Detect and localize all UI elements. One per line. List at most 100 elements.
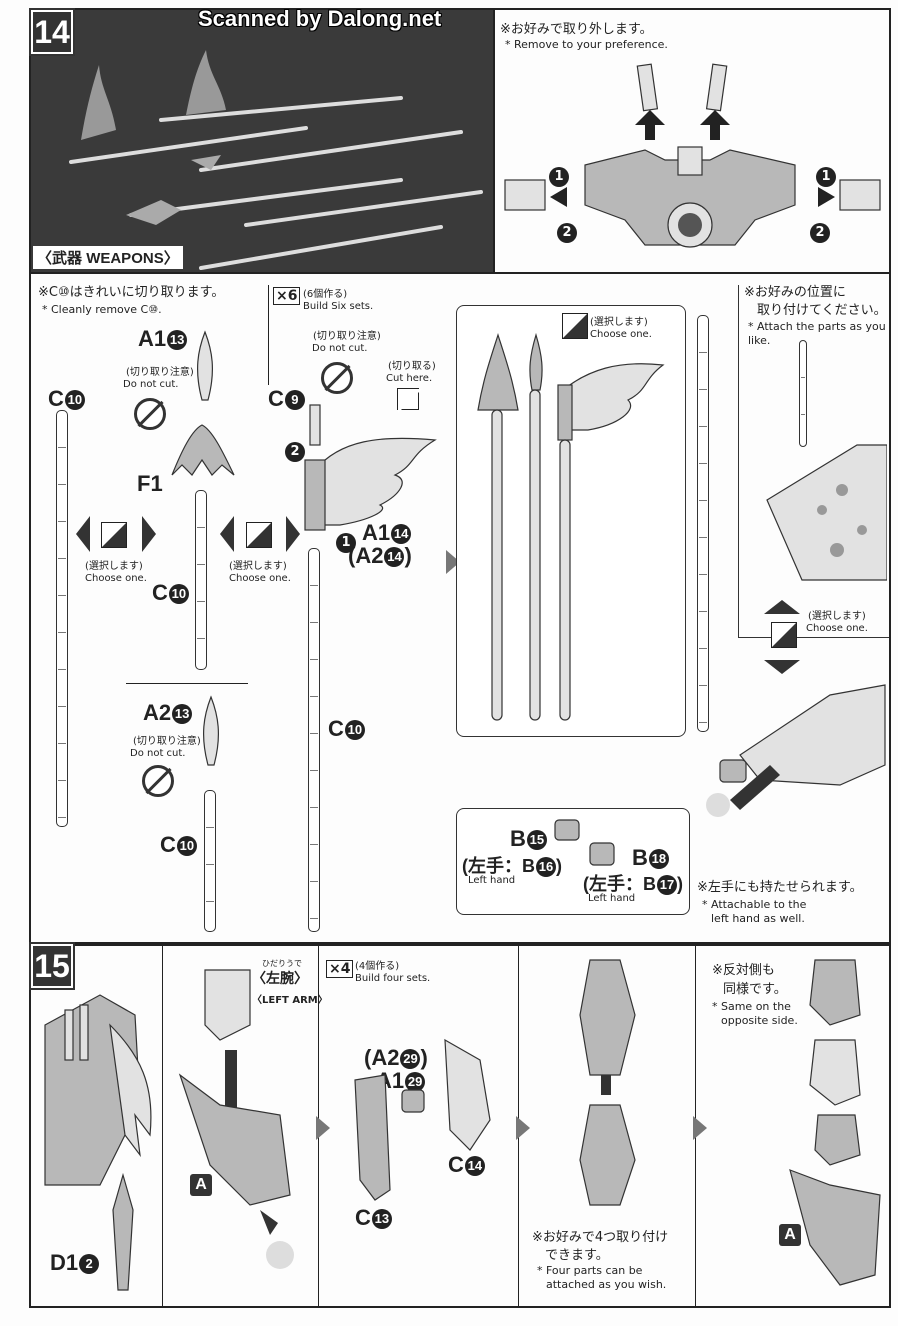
hand-parts: [554, 819, 615, 866]
opposite-jp-2: 同様です。: [723, 982, 787, 997]
choose-jp-1: (選択します): [85, 561, 143, 572]
flame-blade-a1-14: [304, 404, 437, 531]
build-six-jp: (6個作る): [303, 289, 348, 300]
flame-tip-a2: [203, 695, 219, 766]
attach-jp-2: 取り付けてください。: [757, 303, 887, 318]
choose-icon-3: [562, 313, 588, 339]
weapons-illustration: [69, 50, 483, 270]
assembled-part-illustration: [579, 959, 636, 1206]
choose-en-3: Choose one.: [590, 329, 652, 340]
left-hand-en-1: Left hand: [468, 875, 516, 886]
do-not-cut-jp-1: (切り取り注意): [126, 367, 194, 378]
choose-jp-2: (選択します): [229, 561, 287, 572]
label-a-right: A: [779, 1224, 801, 1246]
attach-jp-1: ※お好みの位置に: [744, 285, 846, 300]
opposite-jp-1: ※反対側も: [712, 963, 775, 978]
four-parts-jp-1: ※お好みで4つ取り付け: [532, 1230, 669, 1245]
choose-arrow-right-1: [142, 516, 156, 552]
do-not-cut-en-1: Do not cut.: [123, 379, 179, 390]
claw-f1: [171, 424, 235, 476]
build-four-count: ×4: [326, 960, 354, 978]
choose-en-2: Choose one.: [229, 573, 291, 584]
cut-icon: [397, 388, 422, 413]
do-not-cut-en-3: Do not cut.: [312, 343, 368, 354]
choose-icon-1: [101, 522, 127, 548]
left-hand-en-2: Left hand: [588, 893, 636, 904]
choose-arrow-down: [764, 660, 800, 674]
step-15-panel: [29, 942, 891, 1308]
no-cut-icon-1: [134, 398, 166, 430]
choose-jp-4: (選択します): [808, 611, 866, 622]
label-a-left: A: [190, 1174, 212, 1196]
attach-en: * Attach the parts as you like.: [748, 320, 886, 347]
step14-top-vertical-divider: [493, 10, 495, 272]
pole-attach: [799, 340, 807, 447]
base-plate: [766, 444, 887, 581]
four-parts-en-1: * Four parts can be: [537, 1264, 643, 1277]
weapons-label: 〈武器 WEAPONS〉: [33, 246, 183, 269]
pole-c10-lower: [204, 790, 216, 932]
watermark: Scanned by Dalong.net: [198, 6, 442, 31]
step-num-1-left: 1: [549, 167, 569, 187]
left-hand-note-en-1: * Attachable to the: [702, 898, 807, 911]
weapons-label-en: WEAPONS〉: [86, 250, 179, 267]
left-arm-illustration: [178, 969, 294, 1269]
torso-remove-illustration: [504, 63, 881, 248]
left-arm-en: 〈LEFT ARM〉: [252, 995, 328, 1006]
opposite-en-2: opposite side.: [721, 1014, 798, 1027]
four-parts-jp-2: できます。: [545, 1248, 609, 1263]
build-four-jp: (4個作る): [355, 961, 400, 972]
step-num-2-left: 2: [557, 223, 577, 243]
flame-tip-a1: [197, 330, 213, 401]
build-six-divider: [268, 285, 269, 385]
build-six-en: Build Six sets.: [303, 301, 374, 312]
step15-divider-1: [162, 944, 163, 1306]
step-14-panel: [29, 8, 891, 946]
final-arm-illustration: [789, 959, 881, 1286]
cut-here-en: Cut here.: [386, 373, 433, 384]
left-arm-ruby: ひだりうで: [262, 959, 302, 968]
armor-parts-illustration: [354, 1038, 491, 1201]
no-cut-icon-3: [321, 362, 353, 394]
pole-c10-mid: [195, 490, 207, 670]
flow-arrow-15c: [693, 1116, 707, 1140]
weapons-label-jp: 〈武器: [37, 250, 83, 267]
weapons-photo: [31, 10, 493, 272]
cut-here-jp: (切り取る): [388, 361, 436, 372]
step-num-2-c9: 2: [285, 442, 305, 462]
choose-arrow-up: [764, 600, 800, 614]
choose-icon-2: [246, 522, 272, 548]
part-f1: F1: [137, 471, 163, 496]
choose-en-1: Choose one.: [85, 573, 147, 584]
left-hand-note-jp: ※左手にも持たせられます。: [697, 880, 863, 895]
shoulder-wing-illustration: [44, 994, 152, 1186]
remove-note-jp: ※お好みで取り外します。: [500, 22, 653, 37]
part-d12-blade: [112, 1172, 134, 1291]
cleanly-note-en: * Cleanly remove C⑩.: [42, 303, 162, 316]
choose-icon-4: [771, 622, 797, 648]
left-arm-jp: 〈左腕〉: [252, 971, 308, 987]
step-15-number: 15: [29, 942, 75, 990]
pole-c10-left: [56, 410, 68, 827]
remove-note-en: * Remove to your preference.: [505, 38, 668, 51]
flow-arrow-15b: [516, 1116, 530, 1140]
choose-jp-3: (選択します): [590, 317, 648, 328]
weapon-choice-illustration: [477, 332, 665, 721]
step14-horizontal-divider: [31, 272, 889, 274]
